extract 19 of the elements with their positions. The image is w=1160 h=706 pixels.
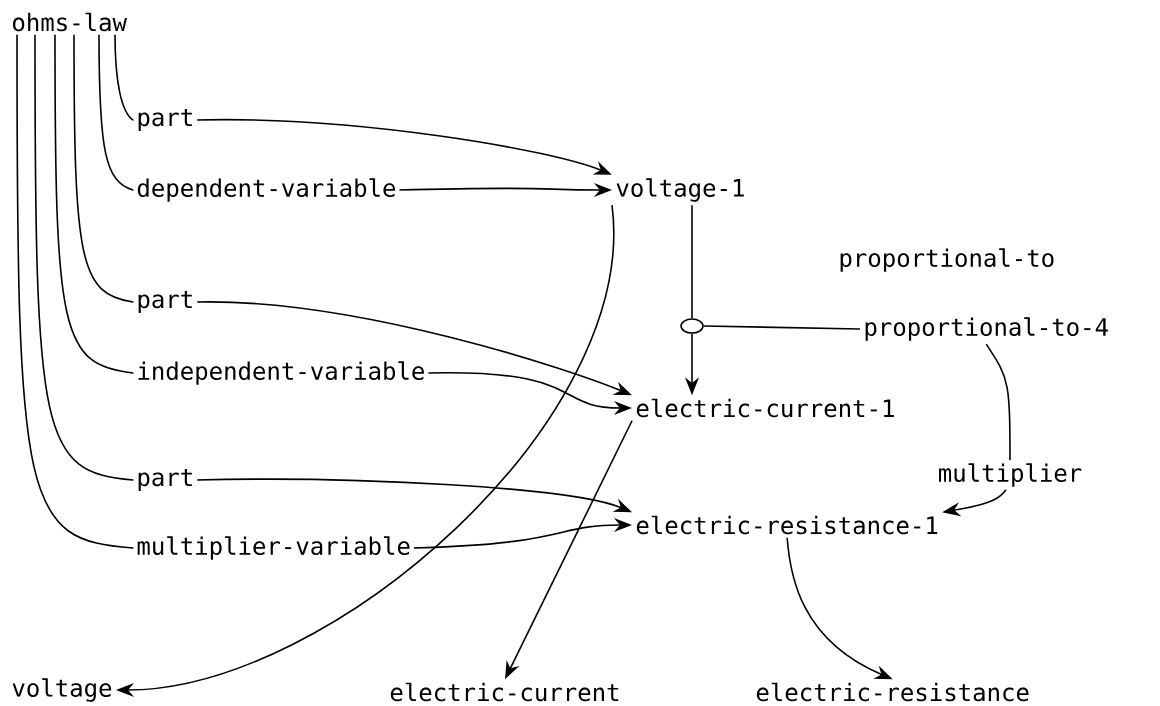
concept-label: electric-resistance-1 [636, 515, 938, 535]
concept-label: proportional-to-4 [865, 317, 1108, 341]
concept-label: ohms-law [13, 12, 127, 32]
connector-line [703, 325, 861, 330]
concept-label: voltage-1 [616, 178, 744, 202]
edge-label: independent-variable [133, 358, 429, 388]
connector-line [691, 204, 693, 319]
edge-label: multiplier [934, 460, 1086, 490]
concept-label: electric-current-1 [636, 398, 894, 418]
concept-label: electric-current [390, 682, 619, 702]
edge-label: multiplier-variable [133, 533, 414, 563]
edge-label: part [133, 288, 198, 316]
concept-label: electric-resistance [756, 682, 1029, 702]
edge-label: part [133, 466, 198, 494]
concept-label: voltage [12, 678, 112, 702]
junction-ellipse [680, 318, 704, 334]
relation-label: proportional-to [840, 248, 1054, 272]
edge-label: dependent-variable [133, 175, 400, 205]
edge-label: part [133, 106, 198, 134]
